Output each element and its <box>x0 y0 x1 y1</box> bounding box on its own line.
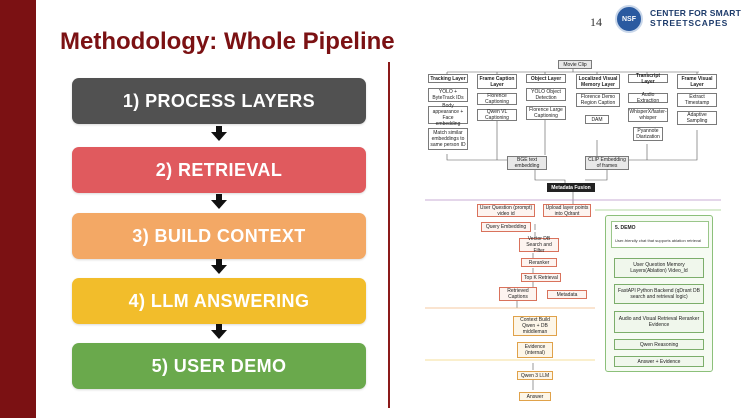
pyannote-node: Pyannote Diarization <box>633 127 663 141</box>
logo-line-2: STREETSCAPES <box>650 18 729 28</box>
localized-visual-layer-node: Localized Visual Memory Layer <box>576 74 620 89</box>
query-embedding-node: Query Embedding <box>481 222 531 232</box>
vertical-divider <box>388 62 390 408</box>
frame-caption-layer-node: Frame Caption Layer <box>477 74 517 89</box>
slide-title: Methodology: Whole Pipeline <box>60 28 395 55</box>
qwen-vl-node: Qwen VL Captioning <box>477 109 517 121</box>
evidence-node: Evidence (internal) <box>517 342 553 358</box>
nsf-logo-text: NSF <box>622 15 636 23</box>
user-question-node: User Question (prompt) video id <box>477 204 535 217</box>
diagram-connectors <box>425 69 721 390</box>
step-user-demo: 5) USER DEMO <box>72 343 366 389</box>
demo-title: 5. DEMO <box>615 225 636 231</box>
whisperx-node: WhisperX/faster-whisper <box>628 108 668 122</box>
demo-description: User-friendly chat that supports ablatio… <box>615 238 702 243</box>
upload-qdrant-node: Upload layer points into Qdrant <box>543 204 591 217</box>
retrieved-captions-node: Retrieved Captions <box>499 287 537 301</box>
vector-db-node: Vector DB Search and Filter <box>519 236 559 254</box>
top-k-node: Top K Retrieval <box>521 273 561 282</box>
context-build-node: Context Build Qwen + DB middleman <box>513 316 557 336</box>
reranker-node: Reranker <box>521 258 557 267</box>
clip-embedding-node: CLIP Embedding of frames <box>585 156 629 170</box>
match-similar-node: Match similar embeddings to same person … <box>428 128 468 150</box>
yolo-bytetrack-node: YOLO + ByteTrack IDs <box>428 88 468 102</box>
florence-demo-node: Florence Demo Region Caption <box>576 93 620 107</box>
step-process-layers: 1) PROCESS LAYERS <box>72 78 366 124</box>
slide-number: 14 <box>590 15 602 29</box>
demo-panel: 5. DEMO User-friendly chat that supports… <box>605 215 713 372</box>
demo-audio-visual-node: Audio and Visual Retrieval Reranker Evid… <box>614 311 704 333</box>
step-retrieval: 2) RETRIEVAL <box>72 147 366 193</box>
metadata-fusion-node: Metadata Fusion <box>547 183 595 192</box>
center-logo: CENTER FOR SMART STREETSCAPES <box>650 8 741 28</box>
step-build-context: 3) BUILD CONTEXT <box>72 213 366 259</box>
logo-line-1: CENTER FOR SMART <box>650 8 742 18</box>
florence-large-node: Florence Large Captioning <box>526 106 566 120</box>
florence-captioning-node: Florence Captioning <box>477 93 517 105</box>
bge-embedding-node: BGE text embedding <box>507 156 547 170</box>
adaptive-sampling-node: Adaptive Sampling <box>677 111 717 125</box>
demo-answer-evidence-node: Answer + Evidence <box>614 356 704 367</box>
answer-node: Answer <box>519 392 551 401</box>
yolo-object-node: YOLO Object Detection <box>526 88 566 101</box>
step-llm-answering: 4) LLM ANSWERING <box>72 278 366 324</box>
nsf-logo-icon: NSF <box>615 5 643 33</box>
demo-fastapi-node: FastAPI Python Backend (qDrant DB search… <box>614 284 704 304</box>
dam-node: DAM <box>585 115 609 124</box>
demo-qwen-reasoning-node: Qwen Reasoning <box>614 339 704 350</box>
body-face-node: Body appearance + Face embedding <box>428 103 468 127</box>
transcript-layer-node: Transcript Layer <box>628 73 668 85</box>
extract-timestamp-node: Extract Timestamp <box>677 93 717 107</box>
tracking-layer-node: Tracking Layer <box>428 74 468 83</box>
down-arrow-icon <box>211 126 227 141</box>
down-arrow-icon <box>211 259 227 274</box>
down-arrow-icon <box>211 324 227 339</box>
demo-user-question-node: User Question Memory Layers(Ablation) Vi… <box>614 258 704 278</box>
down-arrow-icon <box>211 194 227 209</box>
object-layer-node: Object Layer <box>526 74 566 83</box>
audio-extraction-node: Audio Extraction <box>628 92 668 104</box>
qwen-llm-node: Qwen 3 LLM <box>517 371 553 380</box>
metadata-node: Metadata <box>547 290 587 299</box>
demo-header: 5. DEMO User-friendly chat that supports… <box>611 221 709 248</box>
pipeline-diagram: Movie Clip Tracking Layer Frame Caption … <box>425 60 721 408</box>
frame-visual-layer-node: Frame Visual Layer <box>677 74 717 89</box>
left-accent-bar <box>0 0 36 418</box>
movie-clip-node: Movie Clip <box>558 60 592 69</box>
